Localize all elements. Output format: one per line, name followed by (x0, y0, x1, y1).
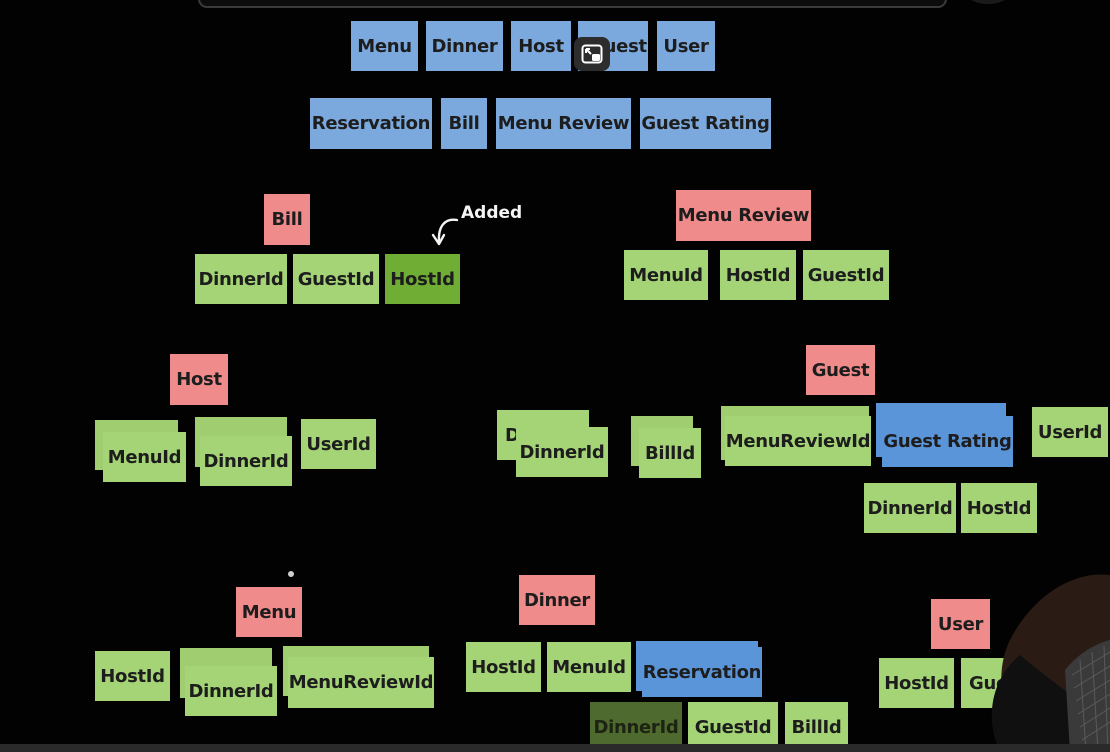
relation-guest-rating: Guest Rating (640, 98, 771, 149)
guest-field-userid: UserId (1032, 407, 1108, 457)
added-annotation: Added (461, 203, 523, 223)
guest-field-guest-rating: Guest Rating (882, 416, 1013, 467)
entity-menu: Menu (351, 21, 418, 71)
menu-review-field-menuid: MenuId (624, 250, 708, 300)
search-bar-outline (198, 0, 947, 8)
video-progress-bar[interactable] (0, 744, 1110, 752)
guest-field-menureviewid: MenuReviewId (725, 416, 871, 466)
reservation-field-guestid: GuestId (688, 702, 778, 752)
mouse-cursor (288, 571, 294, 577)
host-table-title: Host (170, 354, 228, 405)
user-field-hostid: HostId (879, 658, 954, 708)
bill-field-hostid-added: HostId (385, 254, 460, 304)
bill-field-dinnerid: DinnerId (195, 254, 287, 304)
menu-table-title: Menu (236, 587, 302, 637)
host-field-userid: UserId (301, 419, 376, 469)
guest-field-billid: BillId (639, 428, 701, 478)
dinner-field-reservation: Reservation (642, 647, 762, 697)
bill-table-title: Bill (264, 194, 310, 245)
reservation-field-dinnerid: DinnerId (590, 702, 682, 752)
guest-table-title: Guest (806, 345, 875, 395)
user-table-title: User (931, 599, 990, 649)
relation-reservation: Reservation (310, 98, 432, 149)
entity-host: Host (511, 21, 571, 71)
bill-field-guestid: GuestId (293, 254, 379, 304)
guest-field-dinnerid: DinnerId (516, 427, 608, 477)
menu-review-table-title: Menu Review (676, 190, 811, 241)
reservation-field-billid: BillId (785, 702, 848, 752)
relation-bill: Bill (441, 98, 487, 149)
host-field-dinnerid: DinnerId (200, 436, 292, 486)
relation-menu-review: Menu Review (496, 98, 631, 149)
curved-arrow-icon (431, 218, 459, 246)
picture-in-picture-icon[interactable] (574, 37, 610, 71)
guest-rating-field-hostid: HostId (961, 483, 1037, 533)
dinner-field-menuid: MenuId (547, 642, 631, 692)
presenter-webcam-image (991, 574, 1110, 752)
menu-field-menureviewid: MenuReviewId (288, 657, 434, 708)
entity-user: User (657, 21, 715, 71)
dinner-table-title: Dinner (519, 575, 595, 625)
menu-field-hostid: HostId (95, 651, 170, 701)
menu-field-dinnerid: DinnerId (185, 666, 277, 716)
host-field-menuid: MenuId (103, 432, 186, 482)
guest-rating-field-dinnerid: DinnerId (864, 483, 956, 533)
dinner-field-hostid: HostId (466, 642, 541, 692)
top-circle-button (968, 0, 1008, 4)
menu-review-field-guestid: GuestId (803, 250, 889, 300)
entity-dinner: Dinner (426, 21, 503, 71)
menu-review-field-hostid: HostId (720, 250, 796, 300)
